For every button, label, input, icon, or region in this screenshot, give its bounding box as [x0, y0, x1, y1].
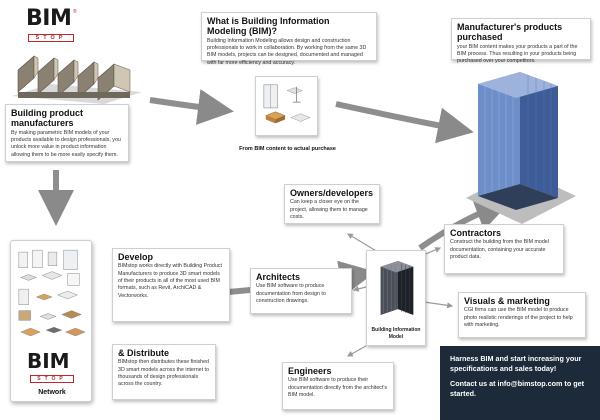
manufacturers-text: By making parametric BIM models of your … — [11, 129, 121, 158]
architects-card: Architects Use BIM software to produce d… — [250, 268, 352, 314]
develop-text: BIMstop works directly with Building Pro… — [118, 263, 222, 299]
engineers-title: Engineers — [288, 366, 332, 376]
network-logo-stop: STOP — [30, 375, 74, 383]
cta-banner: Harness BIM and start increasing your sp… — [440, 346, 600, 420]
engineers-text: Use BIM software to produce their docume… — [288, 377, 388, 398]
products-card — [255, 76, 318, 136]
bim-model-building-icon — [380, 260, 414, 315]
manufacturers-card: Building product manufacturers By making… — [5, 104, 129, 162]
network-panel: BIM STOP Network — [10, 240, 92, 402]
tower-building-illustration — [466, 72, 576, 224]
owners-text: Can keep a closer eye on the project, al… — [290, 199, 368, 220]
what-is-bim-card: What is Building Information Modeling (B… — [201, 12, 377, 66]
visuals-card: Visuals & marketing CGI firms can use th… — [458, 292, 586, 338]
logo-registered-mark: ® — [73, 9, 77, 15]
what-is-bim-text: Building Information Modeling allows des… — [207, 37, 367, 66]
manufacturers-title: Building product manufacturers — [11, 108, 83, 129]
cta-headline: Harness BIM and start increasing your sp… — [450, 354, 582, 373]
network-label: Network — [38, 389, 66, 396]
network-products-illustration — [18, 249, 86, 337]
contractors-text: Construct the building from the BIM mode… — [450, 239, 549, 260]
visuals-title: Visuals & marketing — [464, 296, 550, 306]
develop-title: Develop — [118, 252, 154, 262]
arrow-purchase-to-tower — [335, 101, 474, 144]
arrow-model-visuals — [423, 301, 454, 309]
products-purchased-text: your BIM content makes your products a p… — [457, 43, 578, 65]
contractors-card: Contractors Construct the building from … — [444, 224, 564, 274]
arrow-model-owners — [346, 233, 379, 253]
logo-bim-text: BIM — [26, 6, 72, 31]
factory-illustration — [12, 55, 142, 104]
visuals-text: CGI firms can use the BIM model to produ… — [464, 307, 573, 328]
distribute-card: & Distribute BIMstop then distributes th… — [112, 344, 216, 400]
logo-stop-text: STOP — [28, 34, 74, 42]
bimstop-logo: BIM ® STOP — [16, 6, 82, 46]
owners-title: Owners/developers — [290, 188, 374, 198]
architects-text: Use BIM software to produce documentatio… — [256, 283, 326, 304]
products-illustration — [263, 84, 311, 124]
develop-card: Develop BIMstop works directly with Buil… — [112, 248, 230, 322]
what-is-bim-title: What is Building Information Modeling (B… — [207, 16, 330, 37]
network-logo-bim: BIM — [27, 349, 70, 373]
contractors-title: Contractors — [450, 228, 502, 238]
products-purchased-title: Manufacturer's products purchased — [457, 22, 563, 43]
distribute-text: BIMstop then distributes these finished … — [118, 359, 209, 388]
bim-model-card: Building Information Model — [366, 250, 426, 346]
architects-title: Architects — [256, 272, 301, 282]
owners-card: Owners/developers Can keep a closer eye … — [284, 184, 380, 224]
from-bim-caption: From BIM content to actual purchase — [239, 146, 336, 152]
engineers-card: Engineers Use BIM software to produce th… — [282, 362, 394, 410]
arrow-factory-to-purchase — [149, 89, 234, 125]
bim-model-caption: Building Information Model — [371, 327, 421, 340]
distribute-title: & Distribute — [118, 348, 170, 358]
cta-contact[interactable]: Contact us at info@bimstop.com to get st… — [450, 379, 584, 399]
products-purchased-card: Manufacturer's products purchased your B… — [451, 18, 591, 64]
